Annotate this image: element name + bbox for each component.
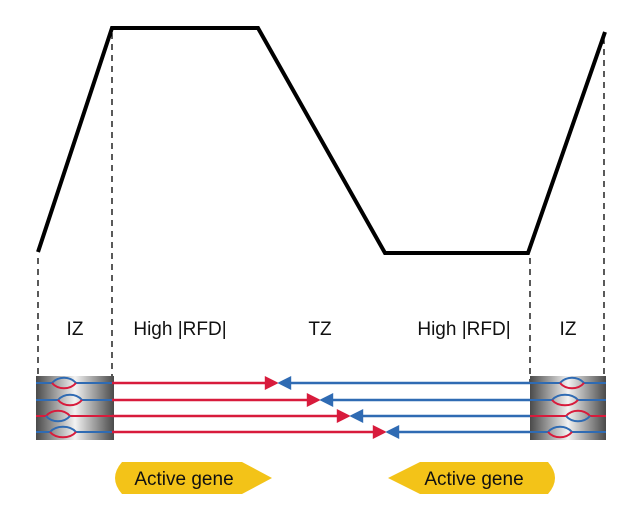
zone-label-iz-left: IZ: [66, 319, 84, 340]
zone-label-iz-right: IZ: [559, 319, 577, 340]
fork-arrowhead-icon: [319, 393, 334, 407]
fork-arrowhead-icon: [336, 409, 351, 423]
fork-arrowhead-icon: [264, 376, 279, 390]
arrow-right-icon: [115, 462, 272, 494]
fork-arrowhead-icon: [277, 376, 292, 390]
dashed-guides: [37, 33, 605, 383]
zone-label-high-rfd-left: High |RFD|: [133, 319, 227, 340]
left-initiation-zone-block: [36, 376, 114, 440]
active-gene-left: Active gene: [115, 462, 272, 494]
leftward-forks: [277, 376, 530, 439]
rightward-forks: [112, 376, 387, 439]
fork-arrowhead-icon: [349, 409, 364, 423]
active-gene-right: Active gene: [388, 462, 555, 494]
fork-arrowhead-icon: [306, 393, 321, 407]
arrow-left-icon: [388, 462, 555, 494]
active-gene-left-label: Active gene: [134, 469, 233, 490]
zone-label-high-rfd-right: High |RFD|: [417, 319, 511, 340]
fork-arrowhead-icon: [372, 425, 387, 439]
active-gene-right-label: Active gene: [424, 469, 523, 490]
right-initiation-zone-block: [530, 376, 606, 440]
profile-line: [36, 26, 607, 255]
fork-arrowhead-icon: [385, 425, 400, 439]
zone-label-tz: TZ: [308, 319, 332, 340]
